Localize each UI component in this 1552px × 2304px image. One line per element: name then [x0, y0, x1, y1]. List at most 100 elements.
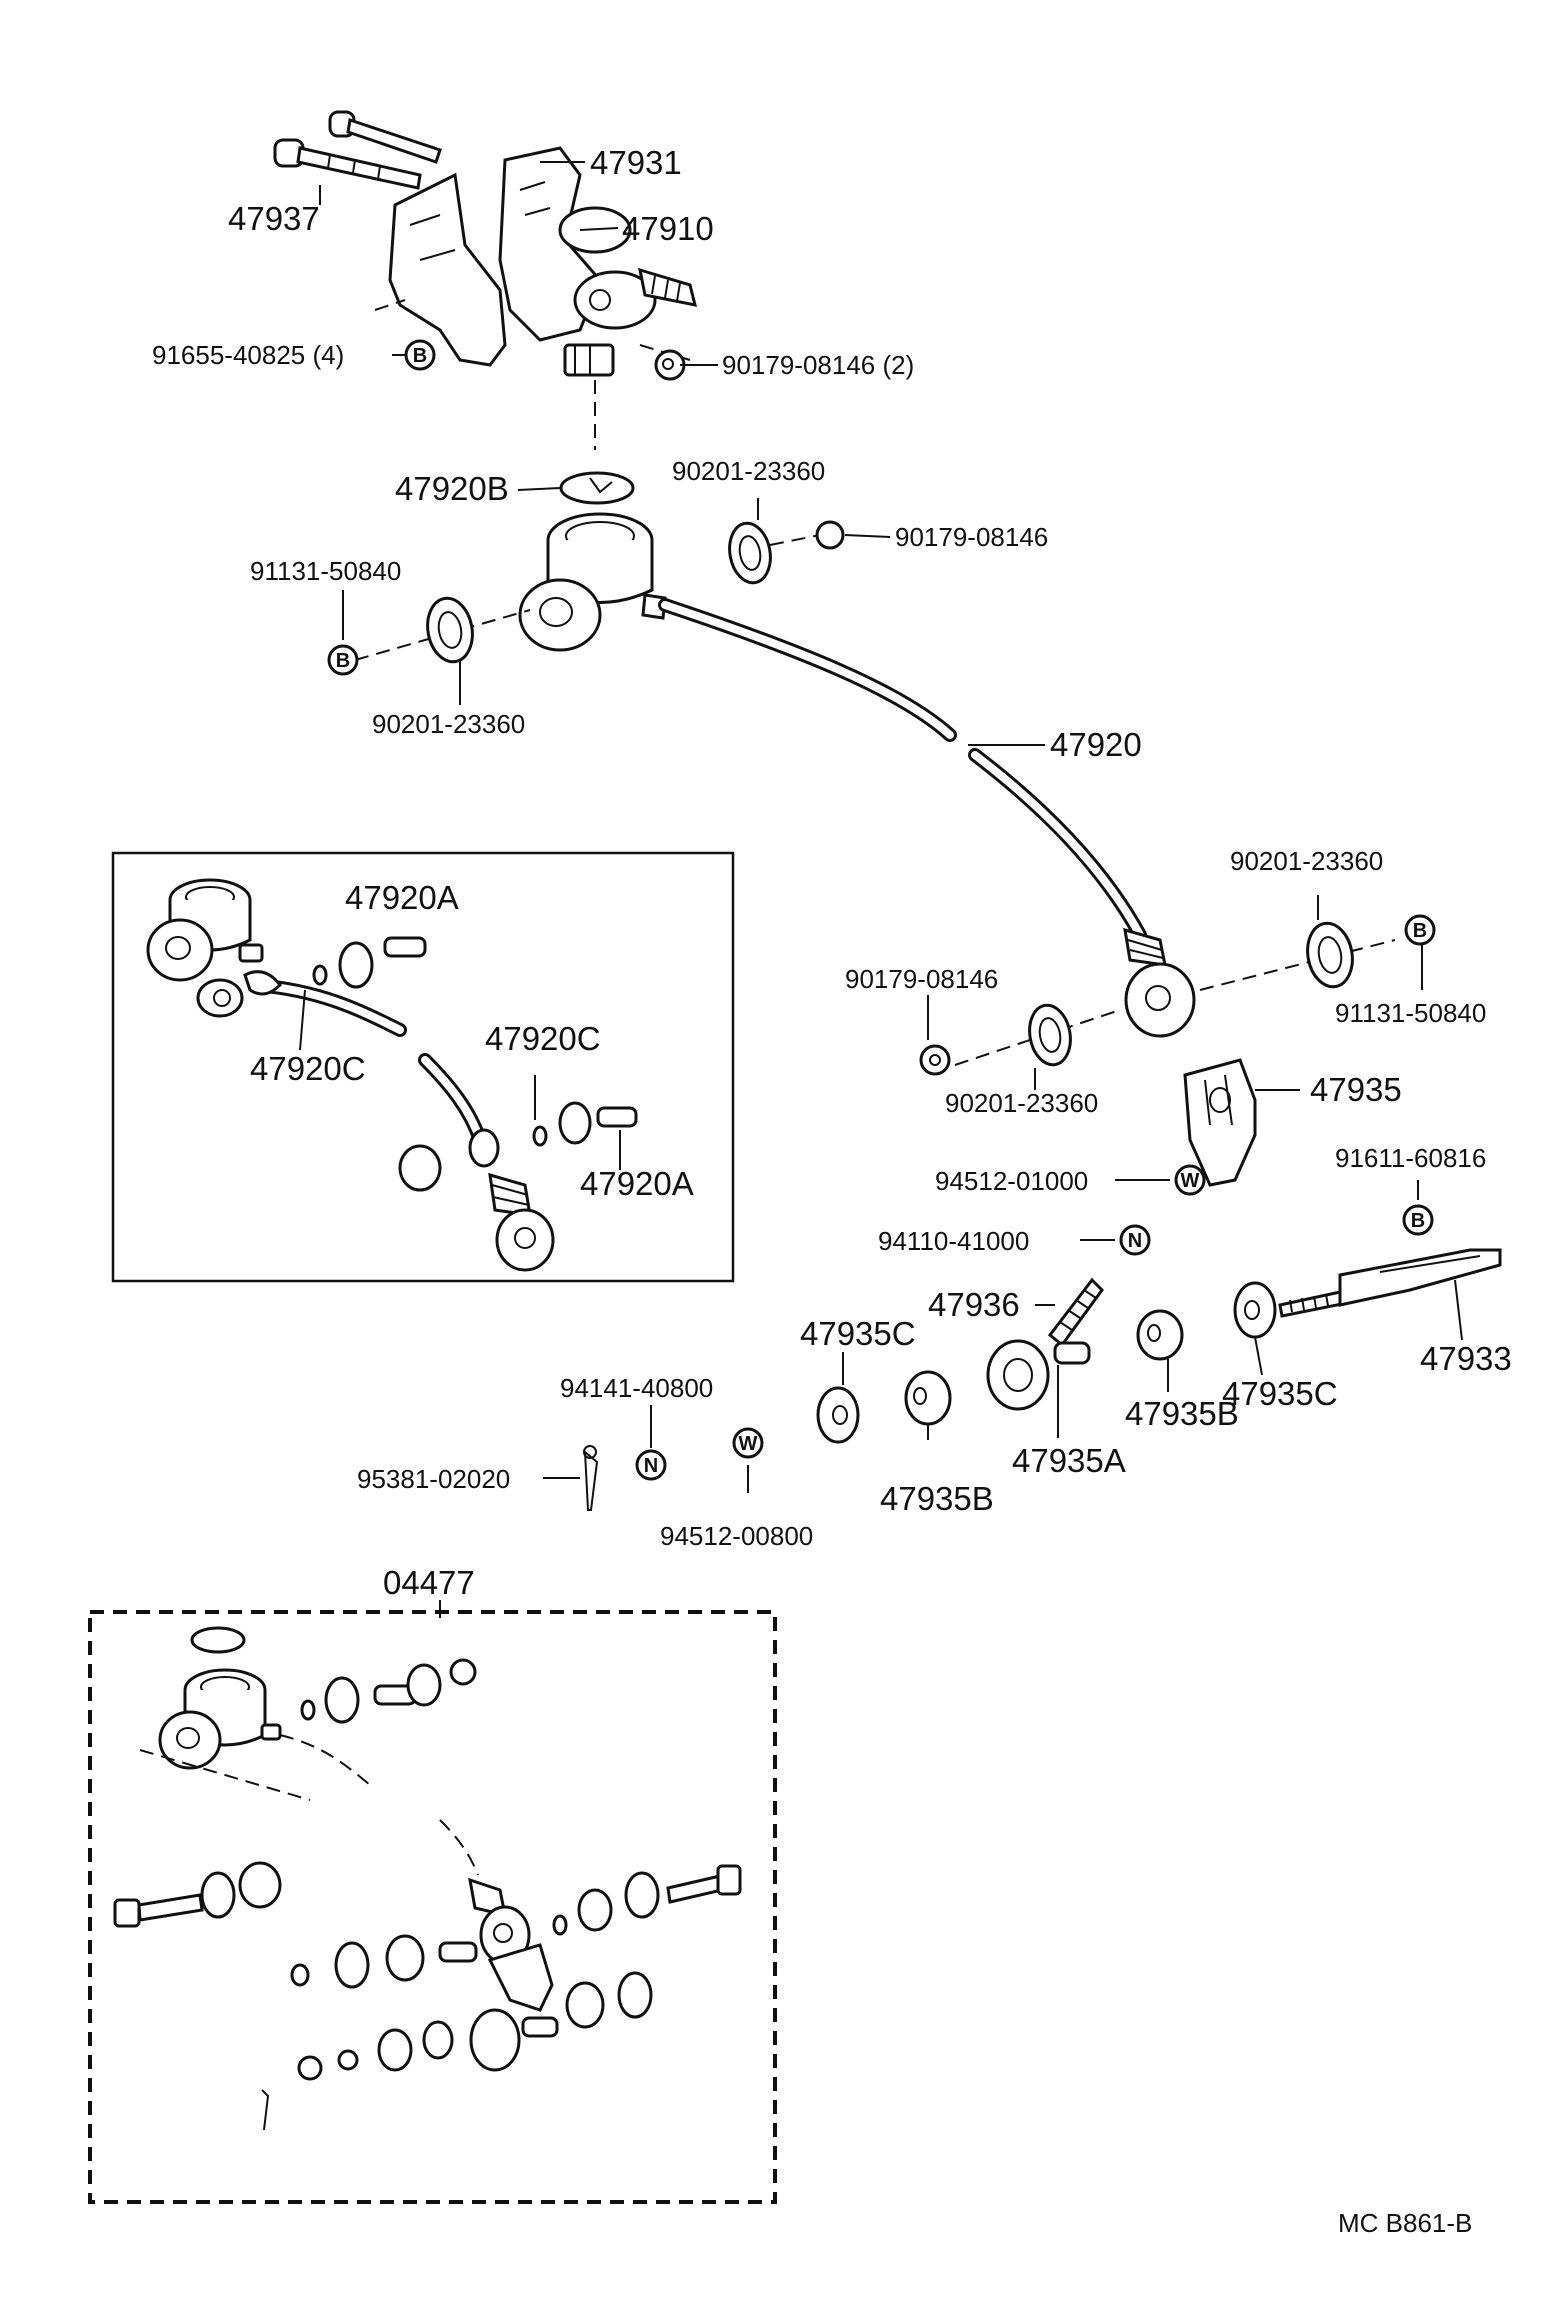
label-04477: 04477: [383, 1564, 475, 1601]
washer-90201-lower-left: [1028, 1003, 1072, 1067]
kit-bolt-right: [666, 1864, 742, 1904]
grommet-47935B-left: [904, 1370, 952, 1426]
cotter-pin-95381: [583, 1445, 599, 1511]
label-47936: 47936: [928, 1286, 1020, 1323]
bolt-axis-line: [374, 299, 406, 311]
svg-text:B: B: [336, 650, 350, 672]
svg-text:N: N: [644, 1455, 658, 1477]
label-90179-08146-a: 90179-08146: [895, 522, 1048, 552]
leader-47920B: [517, 487, 561, 491]
kit-grommet-a: [324, 1676, 360, 1724]
label-90201-23360-d: 90201-23360: [945, 1088, 1098, 1118]
label-47935: 47935: [1310, 1071, 1402, 1108]
inset-detail-box: [111, 851, 735, 1283]
kit-cotter-pin: [261, 2089, 270, 2131]
upper-right-axis-line: [769, 534, 821, 546]
label-47931: 47931: [590, 144, 682, 181]
svg-text:B: B: [1411, 1210, 1425, 1232]
nut-90179-upper: [815, 520, 845, 550]
kit-washer-c: [200, 1871, 236, 1919]
nut-90179-top: [654, 349, 686, 381]
rod-47933: [1278, 1248, 1502, 1318]
label-47920C-1: 47920C: [250, 1050, 366, 1087]
kit-axis-a: [139, 1749, 311, 1801]
cap-47920B: [559, 471, 635, 505]
kit-washer-b: [406, 1663, 442, 1707]
label-91131-50840-a: 91131-50840: [250, 556, 401, 586]
lower-left-axis-line: [954, 1009, 1121, 1066]
banjo-fitting-upper: [518, 512, 667, 652]
kit-sleeve-b: [438, 1941, 478, 1963]
inset-sleeve-lower: [596, 1106, 638, 1128]
inset-hose-end: [243, 970, 282, 996]
kit-washer-h: [337, 2049, 359, 2071]
svg-text:W: W: [1181, 1170, 1200, 1192]
nut-90179-lower: [919, 1044, 951, 1076]
lower-right-axis-line: [1199, 939, 1396, 991]
kit-04477-box: [88, 1610, 777, 2204]
label-47933: 47933: [1420, 1340, 1512, 1377]
svg-text:W: W: [739, 1433, 758, 1455]
kit-grommet-e: [422, 2020, 454, 2060]
kit-nut-c: [290, 1963, 310, 1987]
inset-sleeve-upper: [383, 936, 427, 958]
symbol-b-91611: B: [1402, 1204, 1434, 1236]
label-47935C-2: 47935C: [1222, 1375, 1338, 1412]
label-47920A-1: 47920A: [345, 879, 459, 916]
label-90201-23360-c: 90201-23360: [1230, 846, 1383, 876]
svg-text:B: B: [413, 345, 427, 367]
inset-washer-lower: [532, 1125, 548, 1147]
label-47920A-2: 47920A: [580, 1165, 694, 1202]
inset-nut-lower: [398, 1144, 442, 1192]
label-47920: 47920: [1050, 726, 1142, 763]
leader-47933: [1454, 1279, 1463, 1341]
footer-code: MC B861-B: [1338, 2208, 1472, 2238]
hose-end-lower: [1123, 927, 1196, 1038]
label-94110-41000: 94110-41000: [878, 1226, 1029, 1256]
svg-text:B: B: [1413, 920, 1427, 942]
leader-47910: [579, 227, 619, 231]
kit-nut-d: [297, 2055, 323, 2081]
symbol-b-91131-b: B: [1404, 914, 1436, 946]
label-95381-02020: 95381-02020: [357, 1464, 510, 1494]
label-47937: 47937: [228, 200, 320, 237]
washer-90201-left: [426, 596, 474, 664]
hose-47920-lower: [968, 748, 1147, 942]
kit-retainer: [377, 2028, 413, 2072]
inset-nut-left: [196, 978, 244, 1018]
kit-grommet-c: [385, 1934, 425, 1982]
kit-washer-e: [624, 1871, 660, 1919]
symbol-n-94141: N: [635, 1449, 667, 1481]
kit-washer-d: [552, 1914, 568, 1936]
leader-90179-a: [844, 534, 891, 538]
label-90179-08146-top: 90179-08146 (2): [722, 350, 914, 380]
kit-cap: [190, 1626, 246, 1654]
label-90201-23360-a: 90201-23360: [672, 456, 825, 486]
washer-90201-right: [728, 521, 772, 585]
kit-bolt-left: [113, 1893, 204, 1928]
grommet-47935B-right: [1136, 1309, 1184, 1361]
symbol-w-94512-a: W: [1174, 1164, 1206, 1196]
valve-bracket: [388, 172, 507, 367]
symbol-w-94512-b: W: [732, 1427, 764, 1459]
leader-47920c-1: [299, 989, 306, 1051]
label-47935A: 47935A: [1012, 1442, 1126, 1479]
label-90201-23360-b: 90201-23360: [372, 709, 525, 739]
inset-washer-small: [312, 964, 328, 986]
label-47910: 47910: [622, 210, 714, 247]
label-94512-01000: 94512-01000: [935, 1166, 1088, 1196]
kit-washer-g: [617, 1971, 653, 2019]
svg-text:N: N: [1128, 1230, 1142, 1252]
retainer-47935C-right: [1233, 1281, 1277, 1339]
label-91131-50840-b: 91131-50840: [1335, 998, 1486, 1028]
kit-banjo: [158, 1668, 282, 1770]
inset-grommet-lower: [558, 1101, 592, 1145]
inset-grommet-upper: [338, 941, 374, 989]
symbol-b-91655: B: [404, 339, 436, 371]
kit-bracket: [469, 1943, 554, 2072]
label-47935B-2: 47935B: [880, 1480, 994, 1517]
washer-90201-lower-right: [1306, 921, 1354, 989]
label-47920B: 47920B: [395, 470, 509, 507]
inset-hose-end-lower: [468, 1128, 555, 1272]
label-47935B-1: 47935B: [1125, 1395, 1239, 1432]
